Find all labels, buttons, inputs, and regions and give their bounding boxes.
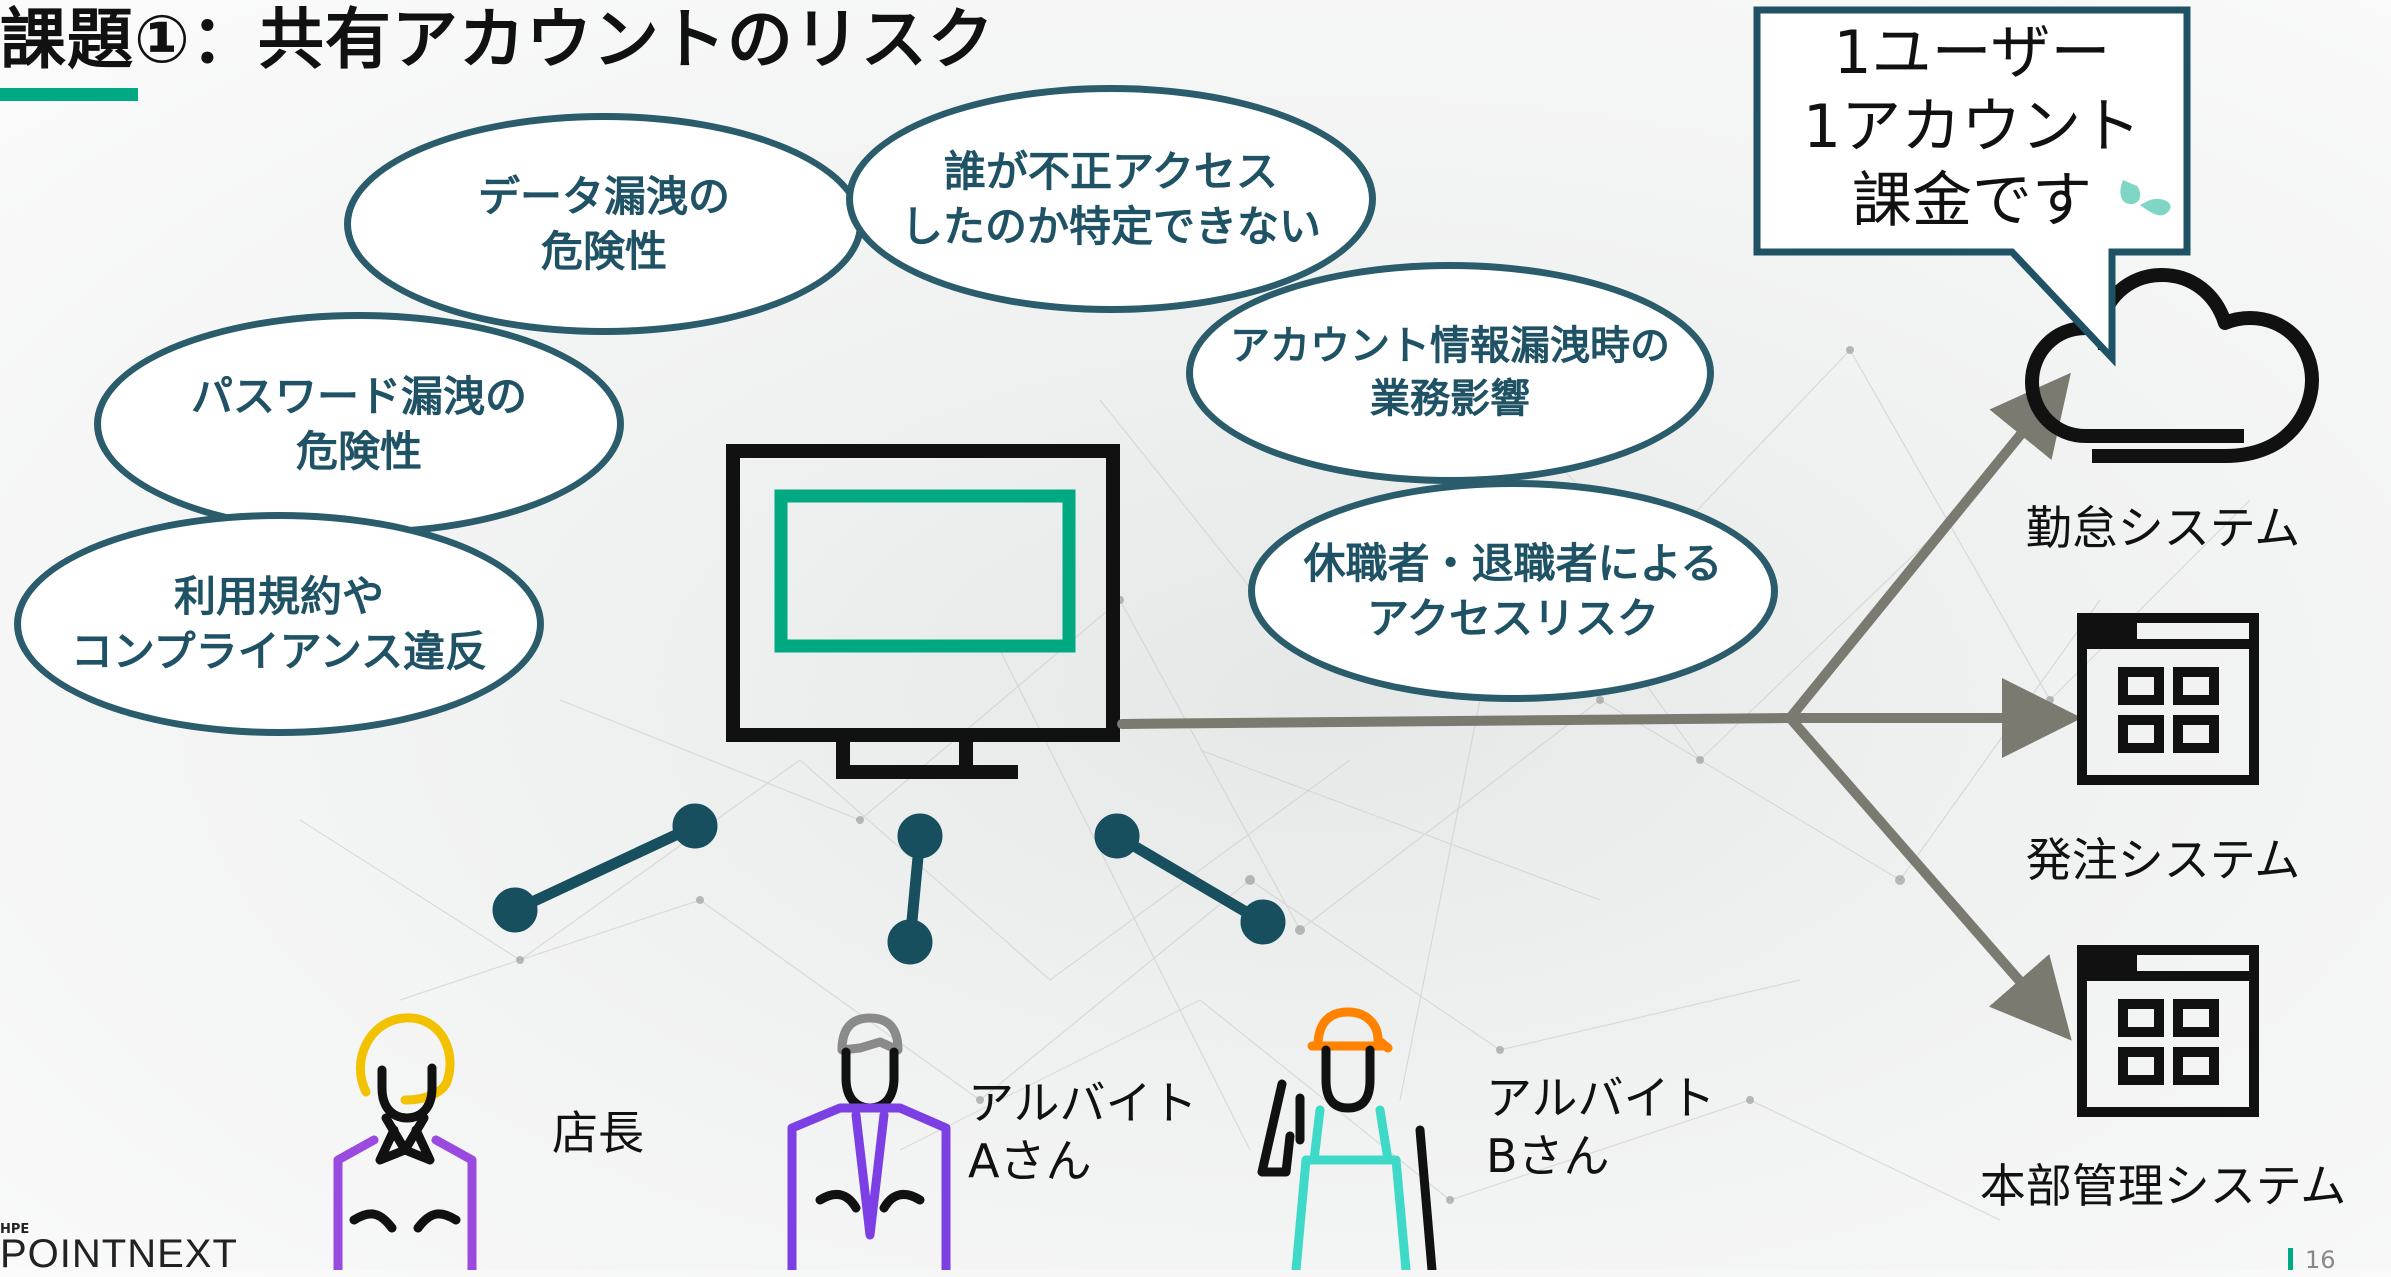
risk-text-terms-violation: 利用規約や コンプライアンス違反: [70, 571, 488, 676]
part-timer-b-person-icon: [1257, 1007, 1437, 1270]
title-accent-bar: [0, 88, 138, 101]
person-label-part-timer-a: アルバイト Aさん: [968, 1076, 1198, 1188]
callout-box: [1753, 6, 2191, 367]
risk-text-password-leak: パスワード漏洩の 危険性: [190, 371, 527, 476]
risk-bubble-password-leak: パスワード漏洩の 危険性: [94, 312, 624, 536]
person-label-manager: 店長: [552, 1106, 644, 1160]
system-label-hq: 本部管理システム: [1979, 1159, 2347, 1213]
risk-bubble-leave-access: 休職者・退職者による アクセスリスク: [1248, 480, 1778, 702]
callout-text: 1ユーザー 1アカウント 課金です: [1802, 18, 2142, 236]
brand-logo: POINTNEXT: [0, 1232, 238, 1276]
page-number: 16: [2305, 1246, 2336, 1274]
brand-logo-small: HPE: [0, 1222, 30, 1237]
page-title: 課題①：共有アカウントのリスク: [0, 1, 995, 78]
monitor-icon: [726, 444, 1120, 779]
sweat-drop-icon: [2120, 180, 2171, 216]
manager-person-icon: [333, 1013, 477, 1270]
ordering-app-icon: [2077, 613, 2259, 785]
risk-bubble-account-leak: アカウント情報漏洩時の 業務影響: [1186, 262, 1714, 484]
risk-bubble-unauthorized-access: 誰が不正アクセス したのか特定できない: [846, 85, 1376, 313]
page-number-accent: [2288, 1248, 2293, 1270]
system-label-ordering: 発注システム: [2025, 833, 2301, 887]
risk-text-account-leak: アカウント情報漏洩時の 業務影響: [1230, 323, 1670, 422]
system-label-attendance: 勤怠システム: [2025, 501, 2301, 555]
risk-bubble-terms-violation: 利用規約や コンプライアンス違反: [14, 512, 544, 736]
system-arrows: [1117, 372, 2082, 1041]
risk-text-data-leak: データ漏洩の 危険性: [477, 171, 730, 276]
connector-lines: [492, 803, 1286, 965]
risk-text-unauthorized-access: 誰が不正アクセス したのか特定できない: [900, 146, 1321, 251]
risk-bubble-data-leak: データ漏洩の 危険性: [344, 113, 864, 335]
person-label-part-timer-b: アルバイト Bさん: [1486, 1071, 1716, 1183]
hq-management-app-icon: [2077, 945, 2259, 1117]
risk-text-leave-access: 休職者・退職者による アクセスリスク: [1303, 538, 1723, 643]
part-timer-a-person-icon: [787, 1013, 951, 1270]
